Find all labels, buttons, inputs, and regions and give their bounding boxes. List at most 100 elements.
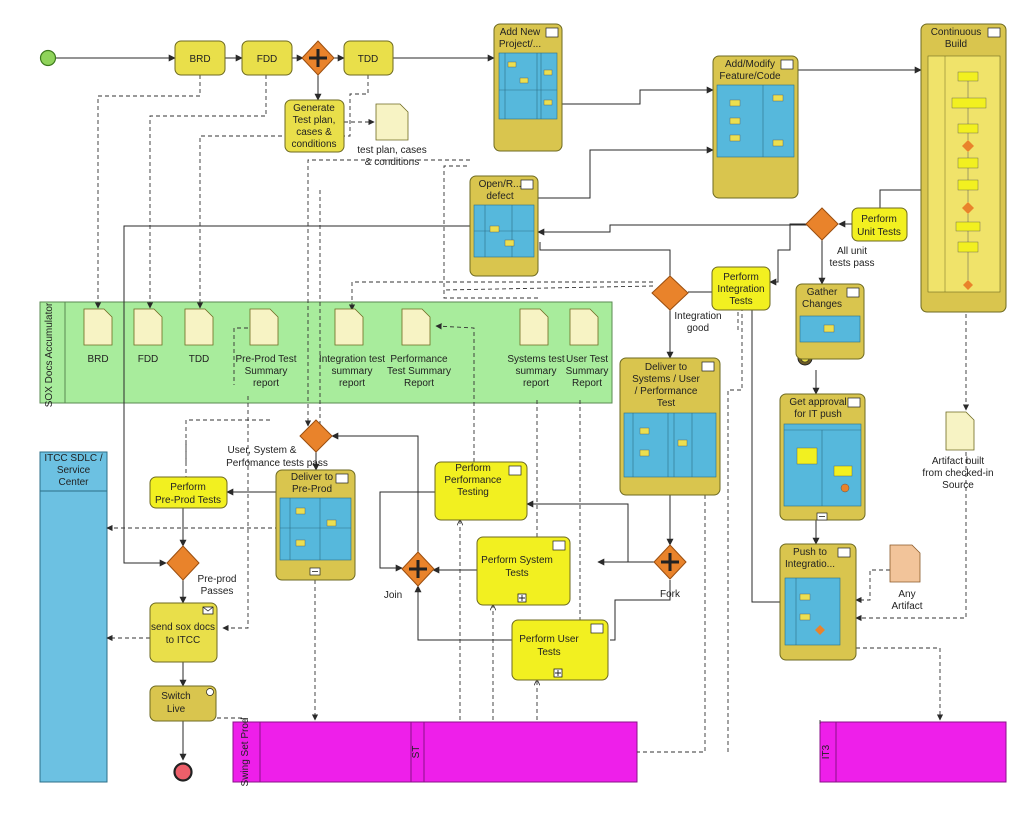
svg-text:send sox docs: send sox docs: [151, 622, 215, 633]
svg-text:Test: Test: [657, 398, 676, 409]
svg-text:Changes: Changes: [802, 299, 842, 310]
svg-text:Tests: Tests: [505, 568, 528, 579]
svg-text:test plan, cases: test plan, cases: [357, 145, 426, 156]
svg-text:summary: summary: [515, 366, 556, 377]
ust-pass-label: User, System & Perfomance tests pass: [226, 445, 328, 469]
svg-text:Gather: Gather: [807, 287, 838, 298]
tdd-document: TDD: [184, 308, 214, 365]
perform-integration-tests-task[interactable]: Perform Integration Tests: [711, 266, 771, 311]
svg-text:cases &: cases &: [296, 127, 332, 138]
tdd-task[interactable]: TDD: [343, 40, 394, 76]
get-approval-subprocess[interactable]: Get approval for IT push: [779, 393, 866, 521]
svg-text:Performance: Performance: [390, 354, 448, 365]
svg-text:conditions: conditions: [291, 139, 336, 150]
svg-text:BRD: BRD: [87, 354, 108, 365]
sequence-flows: [56, 54, 922, 761]
it3-lane: IT3: [819, 721, 1007, 783]
brd-document: BRD: [83, 308, 113, 365]
perform-user-tests-task[interactable]: Perform User Tests: [511, 619, 609, 681]
preprod-gateway: [166, 545, 200, 581]
svg-text:from checked-in: from checked-in: [922, 468, 993, 479]
svg-text:Artifact: Artifact: [891, 601, 922, 612]
svg-text:/ Performance: / Performance: [635, 386, 698, 397]
performance-report-document: Performance Test Summary Report: [387, 308, 451, 389]
svg-text:& conditions: & conditions: [365, 157, 419, 168]
svg-text:Push to: Push to: [793, 547, 827, 558]
svg-text:Pre-Prod: Pre-Prod: [292, 484, 332, 495]
svg-text:defect: defect: [486, 191, 513, 202]
svg-text:Summary: Summary: [566, 366, 609, 377]
perform-system-tests-task[interactable]: Perform System Tests: [476, 536, 571, 606]
svg-text:All unit: All unit: [837, 246, 867, 257]
fdd-task[interactable]: FDD: [241, 40, 293, 76]
svg-text:report: report: [253, 378, 279, 389]
parallel-gateway-fdd: [301, 40, 335, 76]
svg-text:User Test: User Test: [566, 354, 608, 365]
svg-text:Unit Tests: Unit Tests: [857, 227, 901, 238]
add-modify-feature-subprocess[interactable]: Add/Modify Feature/Code: [712, 55, 799, 199]
svg-text:Pre-Prod Test: Pre-Prod Test: [236, 354, 297, 365]
add-new-project-subprocess[interactable]: Add New Project/...: [493, 23, 563, 152]
svg-text:Integration test: Integration test: [319, 354, 385, 365]
svg-text:Deliver to: Deliver to: [291, 472, 334, 483]
it3-lane-label: IT3: [821, 744, 832, 759]
gather-changes-subprocess[interactable]: Gather Changes: [795, 283, 865, 360]
svg-text:Pre-Prod Tests: Pre-Prod Tests: [155, 495, 221, 506]
svg-text:TDD: TDD: [189, 354, 210, 365]
deliver-systems-subprocess[interactable]: Deliver to Systems / User / Performance …: [619, 357, 721, 496]
svg-text:Integratio...: Integratio...: [785, 559, 835, 570]
svg-text:Live: Live: [167, 704, 186, 715]
itcc-pool-label: ITCC SDLC / Service Center: [44, 453, 103, 488]
svg-text:Perfomance tests pass: Perfomance tests pass: [226, 458, 328, 469]
svg-text:Add/Modify: Add/Modify: [725, 59, 775, 70]
brd-task[interactable]: BRD: [174, 40, 226, 76]
start-event: [39, 49, 57, 67]
svg-text:Perform: Perform: [455, 463, 491, 474]
svg-text:Add New: Add New: [500, 27, 541, 38]
generate-tests-task[interactable]: Generate Test plan, cases & conditions: [284, 99, 345, 153]
push-integration-subprocess[interactable]: Push to Integratio...: [779, 543, 857, 661]
user-report-document: User Test Summary Report: [566, 308, 609, 389]
sox-docs-pool-label: SOX Docs Accumulator: [44, 302, 55, 407]
svg-text:Integration: Integration: [717, 284, 764, 295]
svg-text:Perform: Perform: [861, 214, 897, 225]
svg-text:BRD: BRD: [189, 54, 210, 65]
preprod-report-document: Pre-Prod Test Summary report: [236, 308, 297, 389]
svg-text:Pre-prod: Pre-prod: [198, 574, 237, 585]
systems-report-document: Systems test summary report: [507, 308, 565, 389]
svg-text:tests pass: tests pass: [829, 258, 874, 269]
switch-live-task[interactable]: Switch Live: [149, 685, 217, 722]
all-unit-tests-pass-label: All unit tests pass: [829, 246, 874, 269]
svg-text:Build: Build: [945, 39, 967, 50]
preprod-passes-label: Pre-prod Passes: [198, 574, 237, 597]
svg-text:Systems test: Systems test: [507, 354, 564, 365]
join-gateway: [401, 551, 435, 587]
integration-report-document: Integration test summary report: [319, 308, 385, 389]
svg-text:Report: Report: [572, 378, 602, 389]
perform-performance-testing-task[interactable]: Perform Performance Testing: [434, 461, 528, 521]
svg-text:Artifact built: Artifact built: [932, 456, 984, 467]
deliver-preprod-subprocess[interactable]: Deliver to Pre-Prod: [275, 469, 356, 581]
svg-text:Testing: Testing: [457, 487, 489, 498]
send-sox-docs-task[interactable]: send sox docs to ITCC: [149, 602, 218, 663]
swing-set-prod-lane: Swing Set Prod: [232, 718, 438, 787]
end-event: [173, 762, 193, 782]
svg-text:Passes: Passes: [201, 586, 234, 597]
svg-text:Generate: Generate: [293, 103, 335, 114]
open-defect-subprocess[interactable]: Open/R... defect: [469, 175, 539, 277]
artifact-built-document: Artifact built from checked-in Source: [922, 411, 994, 491]
svg-text:report: report: [523, 378, 549, 389]
itcc-pool: ITCC SDLC / Service Center: [39, 451, 108, 783]
svg-text:report: report: [339, 378, 365, 389]
swing-set-prod-label: Swing Set Prod: [240, 718, 251, 787]
perform-unit-tests-task[interactable]: Perform Unit Tests: [851, 207, 908, 242]
svg-text:Switch: Switch: [161, 691, 190, 702]
svg-text:Continuous: Continuous: [931, 27, 982, 38]
perform-preprod-tests-task[interactable]: Perform Pre-Prod Tests: [149, 476, 228, 509]
svg-text:for IT push: for IT push: [794, 409, 842, 420]
ust-gateway: [299, 419, 333, 453]
integration-gateway: [651, 275, 689, 311]
continuous-build-subprocess[interactable]: Continuous Build: [920, 23, 1007, 313]
unit-test-gateway: [805, 207, 839, 241]
svg-text:to ITCC: to ITCC: [166, 635, 200, 646]
